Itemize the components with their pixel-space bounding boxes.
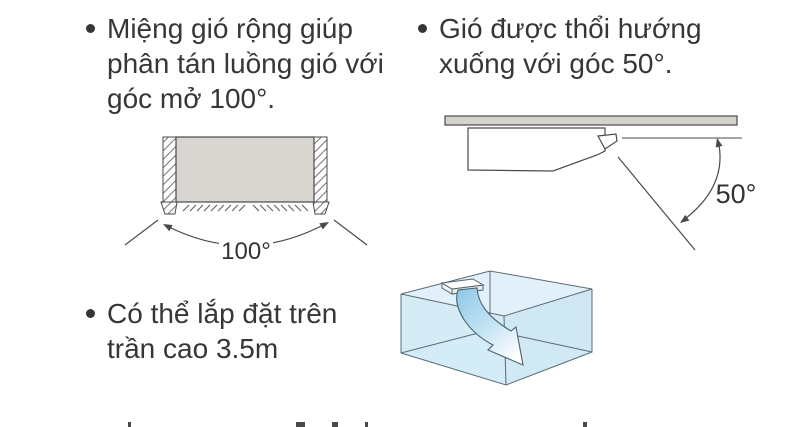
bullet-downward-airflow: Gió được thổi hướng xuống với góc 50°.	[418, 11, 748, 81]
vent-hatch-marks	[182, 204, 309, 212]
airflow-arrow	[456, 287, 524, 366]
bullet-line: Có thể lắp đặt trên	[107, 298, 338, 329]
bullet-dot-icon	[86, 309, 95, 318]
ceiling	[444, 115, 738, 126]
text-fragment	[128, 422, 131, 427]
front-view-spread-angle-diagram: 100°	[124, 136, 368, 265]
louver-flap	[597, 133, 618, 150]
bullet-line: góc mở 100°.	[107, 83, 276, 114]
bullet-line: trần cao 3.5m	[107, 333, 279, 364]
unit-side-profile	[467, 127, 606, 172]
arc-arrowhead-bottom	[680, 214, 690, 223]
unit-left-foot	[160, 201, 178, 215]
text-fragment	[583, 422, 587, 427]
spread-line-left	[124, 219, 159, 246]
spread-angle-label: 100°	[221, 238, 271, 265]
bullet-dot-icon	[418, 24, 427, 33]
bullet-ceiling-height: Có thể lắp đặt trên trần cao 3.5m	[86, 296, 406, 366]
bullet-line: phân tán luồng gió với	[107, 48, 384, 79]
spread-line-right	[333, 219, 368, 246]
bullet-line: Miệng gió rộng giúp	[107, 13, 353, 44]
bullet-text: Miệng gió rộng giúp phân tán luồng gió v…	[107, 11, 384, 116]
label-backing	[219, 235, 273, 262]
airflow-direction-line	[617, 156, 696, 251]
bullet-wide-air-outlet: Miệng gió rộng giúp phân tán luồng gió v…	[86, 11, 406, 116]
unit-left-flange	[162, 136, 177, 204]
bullet-text: Có thể lắp đặt trên trần cao 3.5m	[107, 296, 337, 366]
room-front-right-face	[504, 289, 592, 385]
bullet-text: Gió được thổi hướng xuống với góc 50°.	[439, 11, 702, 81]
text-fragment	[365, 422, 368, 427]
blow-angle-arc	[680, 139, 721, 223]
side-view-blow-angle-diagram: 50°	[444, 115, 757, 251]
bullet-line: Gió được thổi hướng	[439, 13, 702, 44]
unit-right-foot	[312, 201, 330, 215]
bullet-dot-icon	[86, 24, 95, 33]
text-fragment	[332, 422, 338, 427]
unit-body	[175, 136, 315, 203]
text-fragment	[296, 422, 305, 427]
bullet-line: xuống với góc 50°.	[439, 48, 673, 79]
blow-angle-label: 50°	[716, 179, 757, 209]
room-airflow-diagram	[400, 270, 593, 386]
unit-right-flange	[313, 136, 328, 204]
arc-arrowhead-left	[163, 224, 173, 232]
arc-arrowhead-right	[319, 222, 329, 230]
arc-arrowhead-top	[715, 138, 723, 148]
